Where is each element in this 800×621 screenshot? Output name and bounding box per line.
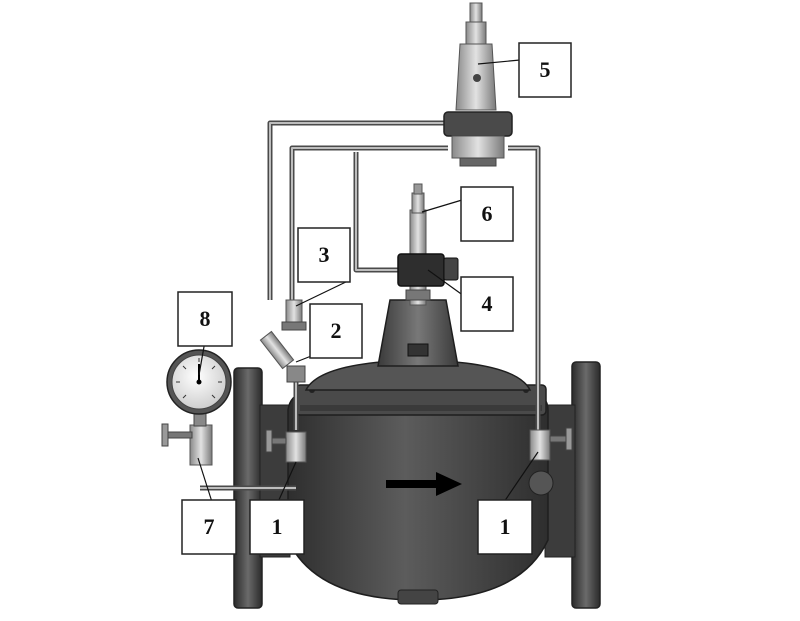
body-shell [287, 391, 549, 601]
callout-label: 2 [331, 318, 342, 343]
ball-valve-right [529, 427, 573, 461]
callout-1-left: 1 [249, 499, 305, 555]
gauge-cock [161, 411, 213, 466]
pilot-valve [443, 2, 513, 167]
ball-valve-left [265, 429, 307, 463]
callout-leaders [197, 59, 539, 503]
strainer [259, 330, 306, 383]
callout-label: 5 [540, 57, 551, 82]
callout-5: 5 [518, 42, 572, 98]
callout-8: 8 [177, 291, 233, 347]
pressure-gauge [166, 349, 232, 415]
right-flange [571, 361, 601, 609]
callout-label: 4 [482, 291, 493, 316]
callout-label: 3 [319, 242, 330, 267]
needle-valve [281, 299, 307, 331]
control-tubing [200, 120, 541, 491]
bonnet [377, 299, 459, 367]
position-indicator [405, 183, 431, 306]
callout-2: 2 [309, 303, 363, 359]
callout-1-right: 1 [477, 499, 533, 555]
callout-4: 4 [460, 276, 514, 332]
callout-label: 1 [500, 514, 511, 539]
callout-label: 7 [204, 514, 215, 539]
callout-label: 6 [482, 201, 493, 226]
callout-6: 6 [460, 186, 514, 242]
callout-7: 7 [181, 499, 237, 555]
callout-label: 8 [200, 306, 211, 331]
callout-3: 3 [297, 227, 351, 283]
flow-direction-arrow [386, 472, 462, 496]
solenoid-valve [397, 253, 459, 287]
callout-label: 1 [272, 514, 283, 539]
